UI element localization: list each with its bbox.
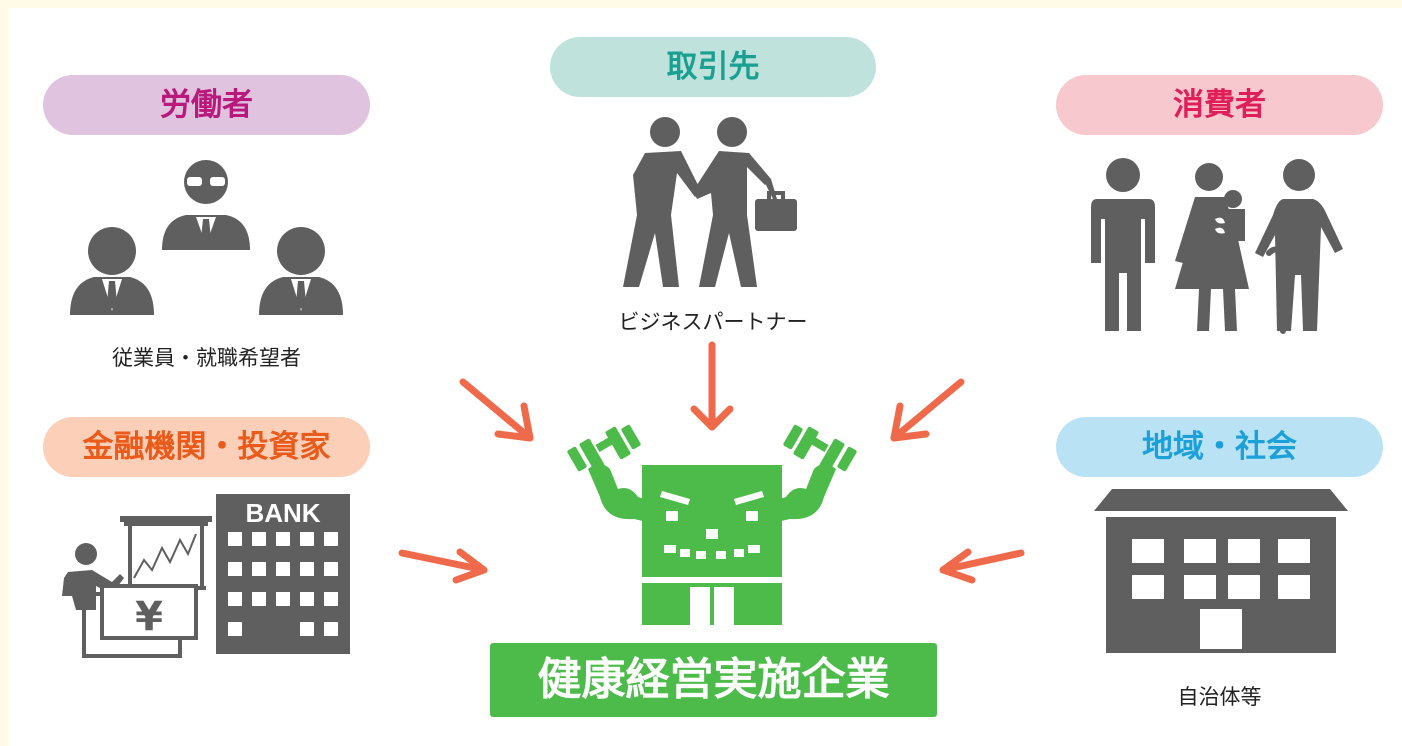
community-pill: 地域・社会: [1056, 417, 1383, 477]
community-title: 地域・社会: [1142, 429, 1297, 465]
community-caption: 自治体等: [1177, 685, 1262, 709]
workers-icon: [70, 160, 343, 315]
consumers-pill: 消費者: [1056, 75, 1383, 135]
family-icon: [1091, 158, 1343, 334]
partners-pill: 取引先: [550, 37, 876, 97]
currency-sign: ¥: [135, 594, 163, 640]
arrow-consumers: [890, 378, 965, 442]
arrow-workers: [459, 378, 534, 442]
bank-investor-icon: ¥ BANK: [62, 494, 350, 658]
arrow-finance: [398, 548, 488, 584]
muscular-building-icon: [567, 424, 857, 625]
arrow-community: [939, 548, 1025, 584]
finance-pill: 金融機関・投資家: [43, 417, 370, 477]
partners-caption: ビジネスパートナー: [618, 310, 808, 334]
partners-title: 取引先: [666, 49, 760, 85]
workers-pill: 労働者: [43, 75, 370, 135]
arrow-partners: [690, 341, 734, 431]
consumers-title: 消費者: [1173, 87, 1266, 123]
handshake-icon: [623, 117, 797, 287]
bank-sign: BANK: [245, 498, 320, 528]
center-company-label: 健康経営実施企業: [490, 643, 937, 717]
government-building-icon: [1094, 489, 1348, 653]
workers-title: 労働者: [160, 87, 253, 123]
finance-title: 金融機関・投資家: [82, 429, 331, 465]
workers-caption: 従業員・就職希望者: [112, 346, 301, 370]
